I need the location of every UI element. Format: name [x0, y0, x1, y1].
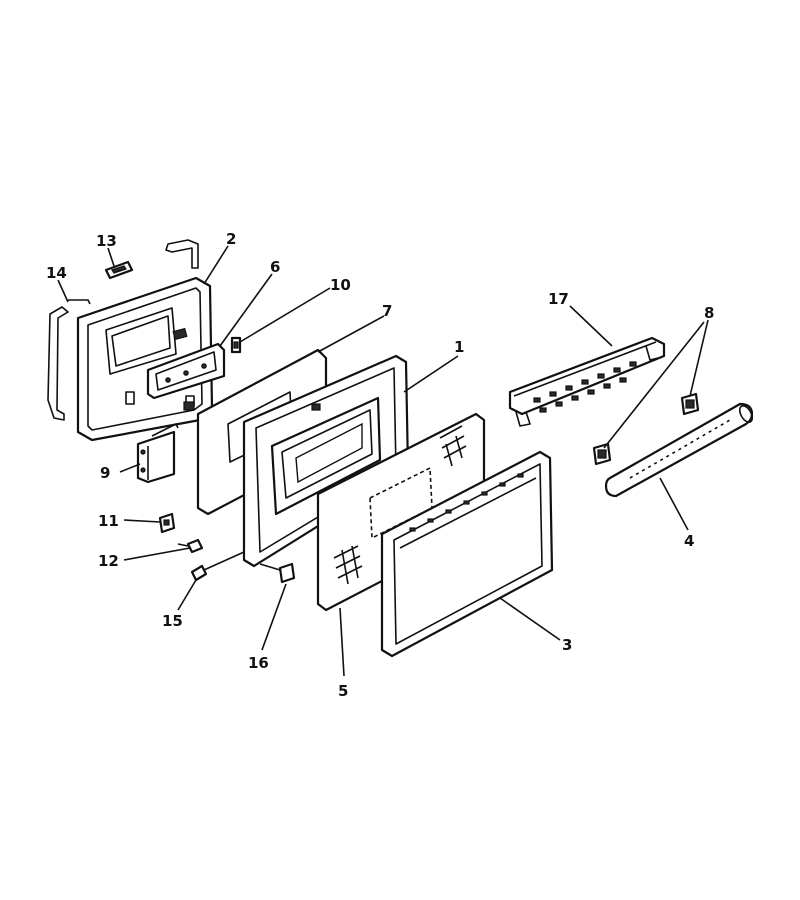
callout-3: 3 — [562, 636, 572, 654]
glass-hatch-top — [439, 425, 467, 467]
callout-2: 2 — [226, 230, 236, 248]
callout-14: 14 — [46, 264, 67, 282]
part-10-clip — [230, 336, 242, 354]
part-2-outer-door-panel — [76, 276, 214, 442]
callout-5: 5 — [338, 682, 348, 700]
part-1-inner-door-liner — [242, 354, 410, 568]
part-13-handle-cap — [104, 260, 134, 280]
callout-12: 12 — [98, 552, 119, 570]
callout-17: 17 — [548, 290, 569, 308]
part-9-hinge-bracket — [136, 423, 179, 484]
callout-9: 9 — [100, 464, 110, 482]
leader-16 — [261, 583, 287, 651]
leader-8b — [603, 321, 705, 449]
leader-10 — [239, 287, 331, 343]
part-16-spacer — [259, 562, 296, 584]
part-15-screw — [190, 551, 245, 582]
callout-15: 15 — [162, 612, 183, 630]
leader-7 — [317, 315, 385, 353]
callout-13: 13 — [96, 232, 117, 250]
part-8-end-caps — [592, 392, 700, 466]
callout-10: 10 — [330, 276, 351, 294]
leader-14 — [57, 279, 69, 303]
leader-1 — [403, 355, 459, 393]
part-14-gasket — [47, 299, 91, 421]
leader-8a — [689, 319, 709, 397]
leader-5 — [339, 607, 345, 677]
handle-bracket — [165, 239, 199, 269]
part-12-screw — [177, 538, 204, 554]
leader-11 — [123, 519, 161, 523]
leader-13 — [107, 247, 115, 267]
spacer-block — [183, 401, 195, 411]
leader-6 — [219, 273, 273, 347]
glass-hatch-bottom — [333, 545, 363, 585]
leader-15 — [177, 579, 197, 611]
part-17-control-strip — [508, 336, 666, 427]
callout-7: 7 — [382, 302, 392, 320]
callout-11: 11 — [98, 512, 119, 530]
callout-8: 8 — [704, 304, 714, 322]
leader-17 — [569, 305, 613, 347]
callout-16: 16 — [248, 654, 269, 672]
leader-4 — [659, 477, 689, 531]
leader-2 — [203, 245, 229, 285]
leader-12 — [123, 547, 191, 561]
part-4-handle-tube — [604, 402, 754, 498]
leader-3 — [499, 597, 561, 641]
callout-4: 4 — [684, 532, 694, 550]
callout-labels: 1 2 3 4 5 6 7 8 9 10 11 12 13 14 15 16 1… — [46, 230, 714, 700]
callout-6: 6 — [270, 258, 280, 276]
part-11-small-clip — [158, 512, 176, 534]
part-3-outer-frame — [380, 450, 554, 658]
frame-top-slots — [409, 473, 524, 532]
part-6-handle-channel — [146, 342, 226, 400]
control-strip-slots — [533, 361, 637, 413]
callout-1: 1 — [454, 338, 464, 356]
leader-9 — [119, 463, 141, 473]
leader-lines — [57, 245, 709, 677]
